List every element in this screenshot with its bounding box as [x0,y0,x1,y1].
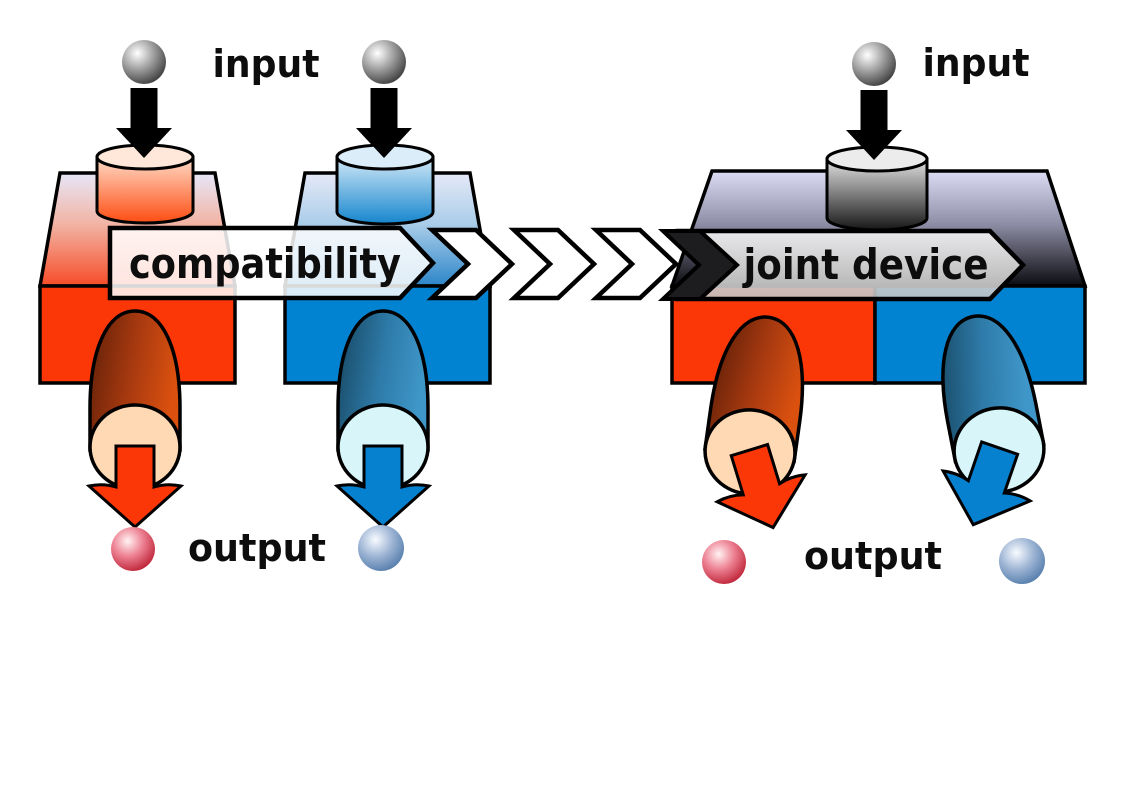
input-arrow-joint [846,90,902,160]
output-tube-red-left [85,309,185,530]
device-red-port-cylinder [95,155,195,225]
input-ball-joint [852,42,896,86]
output-tube-blue-joint [940,314,1046,527]
banner-compatibility-label: compatibility [129,239,401,288]
output-ball-red-joint [702,540,746,584]
output-arrow-blue [940,440,1034,527]
input-ball-red [122,40,166,84]
output-label-right: output [804,534,942,578]
output-ball-blue-joint [999,538,1045,584]
banner-compatibility: compatibility [107,225,437,301]
chevron-icon [426,227,516,301]
input-arrow-blue [356,88,412,158]
output-ball-red-left [111,527,155,571]
output-label-left: output [188,526,326,570]
banner-joint-black-chevron [657,229,740,301]
output-arrow-blue [333,444,433,530]
input-label-left: input [213,42,320,86]
input-label-right: input [923,41,1030,85]
input-ball-blue [362,40,406,84]
banner-compatibility-shape [107,225,437,301]
output-tube-blue-left [333,309,433,530]
chevron-icon [508,227,598,301]
output-arrow-red [713,442,808,530]
banner-joint-device: joint device [657,228,1027,302]
device-blue-port-cylinder [335,155,435,226]
output-tube-red-joint [703,315,808,530]
output-arrow-red [85,444,185,530]
input-arrow-red [116,88,172,158]
chevron-icon [590,227,680,301]
output-ball-blue-left [358,525,404,571]
banner-joint-label: joint device [742,240,989,289]
